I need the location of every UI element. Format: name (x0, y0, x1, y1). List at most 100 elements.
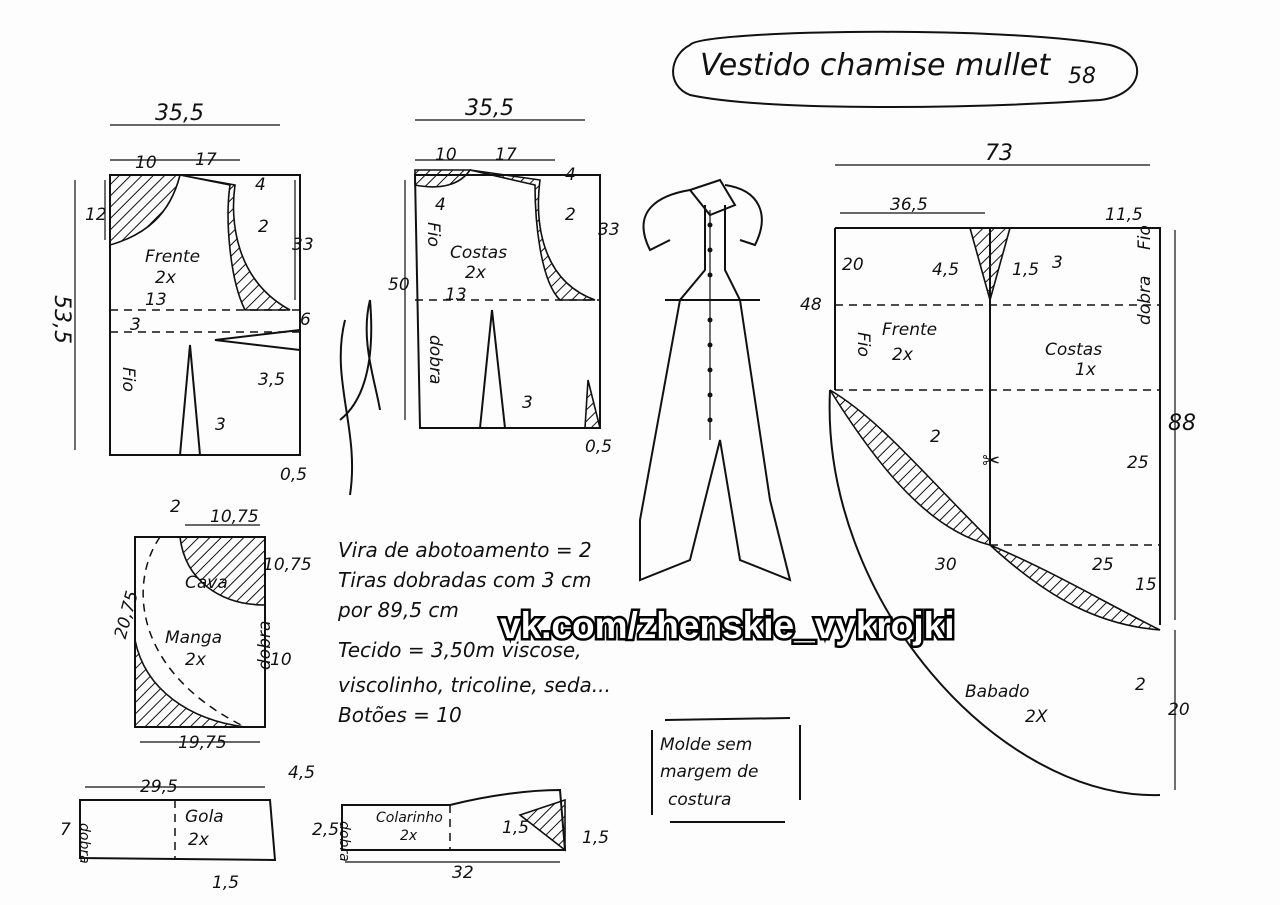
ruffle-name: Babado (965, 682, 1029, 702)
dim-side: 6 (300, 310, 311, 330)
dim-top: 2 (170, 497, 181, 517)
dim-bottom: 19,75 (178, 733, 227, 753)
fold-label: dobra (425, 335, 445, 384)
piece-name: Manga (165, 628, 222, 648)
piece-qty: 2x (155, 268, 177, 288)
piece-qty: 2x (188, 830, 210, 850)
dim-cap-width: 10,75 (210, 507, 259, 527)
dim-hem: 0,5 (280, 465, 307, 485)
piece-qty: 2x (185, 650, 207, 670)
dim-waist: 3 (130, 315, 141, 335)
dim-cap-height: 10,75 (263, 555, 312, 575)
dim-total: 88 (1168, 411, 1196, 436)
grain-label: Fio (118, 367, 138, 392)
piece-name: Colarinho (376, 810, 443, 826)
dim-armhole: 2 (258, 217, 269, 237)
fold-label: dobra (1135, 276, 1155, 325)
dim-ruffle-len: 20 (1168, 700, 1190, 720)
front-name: Frente (882, 320, 937, 340)
fold-label: dobra (336, 821, 352, 862)
fold-label: dobra (255, 621, 275, 670)
dim-bottom: 1,5 (212, 873, 239, 893)
dim-hip: 20 (842, 255, 864, 275)
piece-name: Gola (185, 807, 224, 827)
dim-ruffle-top: 25 (1127, 453, 1149, 473)
dim-height: 7 (60, 820, 71, 840)
no-seam-allowance-note: Molde sem margem de costura (651, 717, 801, 823)
back-qty: 1x (1075, 360, 1097, 380)
grain-label: Fio (423, 222, 443, 247)
collar-piece: 29,5 4,5 7 dobra Gola 2x 1,5 (60, 763, 315, 893)
dim-neck-depth: 12 (85, 205, 107, 225)
title-cloud: Vestido chamise mullet 58 (672, 30, 1138, 108)
dim-hem: 0,5 (585, 437, 612, 457)
dim-shoulder-drop: 4 (565, 165, 576, 185)
dim-side: 10 (270, 650, 292, 670)
dim-width: 73 (985, 141, 1013, 166)
dim-curve: 2 (930, 427, 941, 447)
bodice-back-piece: 35,5 10 17 4 4 2 33 50 13 Fio dobra Cost… (388, 96, 620, 457)
signature (339, 299, 381, 496)
dim-width: 29,5 (140, 777, 178, 797)
dim-shoulder-drop: 4 (255, 175, 266, 195)
dim-dart: 3 (215, 415, 226, 435)
dim-angle: 25 (1092, 555, 1114, 575)
dim-neck: 10 (135, 153, 157, 173)
dim-shoulder: 17 (495, 145, 517, 165)
note-line: costura (668, 790, 731, 810)
dim-back-offset: 11,5 (1105, 205, 1143, 225)
dim-neck: 10 (435, 145, 457, 165)
dim-dart-pos: 13 (145, 290, 167, 310)
dim-front-width: 36,5 (890, 195, 928, 215)
note-line: viscolinho, tricoline, seda... (338, 673, 611, 697)
sleeve-piece: 2 10,75 10,75 20,75 Cava Manga 2x dobra … (111, 497, 312, 753)
note-line: Tecido = 3,50m viscose, (338, 638, 582, 662)
back-name: Costas (1045, 340, 1102, 360)
dress-sketch (639, 178, 792, 582)
ruffle-qty: 2X (1025, 707, 1048, 727)
dim-end: 1,5 (582, 828, 609, 848)
dim-dart-pos: 13 (445, 285, 467, 305)
dim-shoulder: 17 (195, 150, 217, 170)
dim-side-dart: 3,5 (258, 370, 285, 390)
dim-dart: 3 (522, 393, 533, 413)
piece-qty: 2x (400, 828, 418, 844)
dim-armhole: 2 (565, 205, 576, 225)
note-line: Tiras dobradas com 3 cm (338, 568, 592, 592)
armhole-label: Cava (185, 573, 228, 593)
pattern-number: 58 (1068, 64, 1096, 89)
title-text: Vestido chamise mullet (700, 48, 1051, 83)
dim-neck-depth: 4 (435, 195, 446, 215)
grain-label-back: Fio (1135, 225, 1155, 250)
dim-width: 32 (452, 863, 474, 883)
dim-side-top: 33 (598, 220, 620, 240)
dim-height: 20,75 (111, 589, 143, 641)
note-line: margem de (660, 762, 758, 782)
dim-ruffle-mid: 15 (1135, 575, 1157, 595)
dim-height: 2,5 (312, 820, 339, 840)
piece-name: Costas (450, 243, 507, 263)
piece-qty: 2x (465, 263, 487, 283)
bodice-front-piece: 35,5 10 17 4 12 2 33 53,5 13 3 6 3,5 3 0… (49, 101, 314, 485)
note-line: Vira de abotoamento = 2 (338, 538, 592, 562)
fold-label: dobra (76, 823, 92, 864)
watermark: vk.com/zhenskie_vykrojki (500, 605, 955, 646)
notes-block: Vira de abotoamento = 2 Tiras dobradas c… (337, 538, 611, 727)
collar-stand-piece: 2,5 dobra Colarinho 2x 1,5 1,5 32 (312, 788, 609, 883)
dim-tip: 2 (1135, 675, 1146, 695)
skirt-piece: 73 36,5 11,5 20 4,5 1,5 3 48 Frente 2x C… (800, 141, 1196, 797)
piece-name: Frente (145, 247, 200, 267)
note-line: Molde sem (660, 735, 752, 755)
dim-width: 35,5 (155, 101, 204, 126)
dim-width: 35,5 (465, 96, 514, 121)
dim-back-dart: 3 (1052, 253, 1063, 273)
dim-inner: 1,5 (502, 818, 529, 838)
dim-length: 50 (388, 275, 410, 295)
dim-dart-right: 1,5 (1012, 260, 1039, 280)
dim-dart-left: 4,5 (932, 260, 959, 280)
note-line: Botões = 10 (338, 703, 462, 727)
scissors-icon: ✂ (982, 449, 1000, 474)
dim-length: 48 (800, 295, 822, 315)
dim-side-top: 33 (292, 235, 314, 255)
